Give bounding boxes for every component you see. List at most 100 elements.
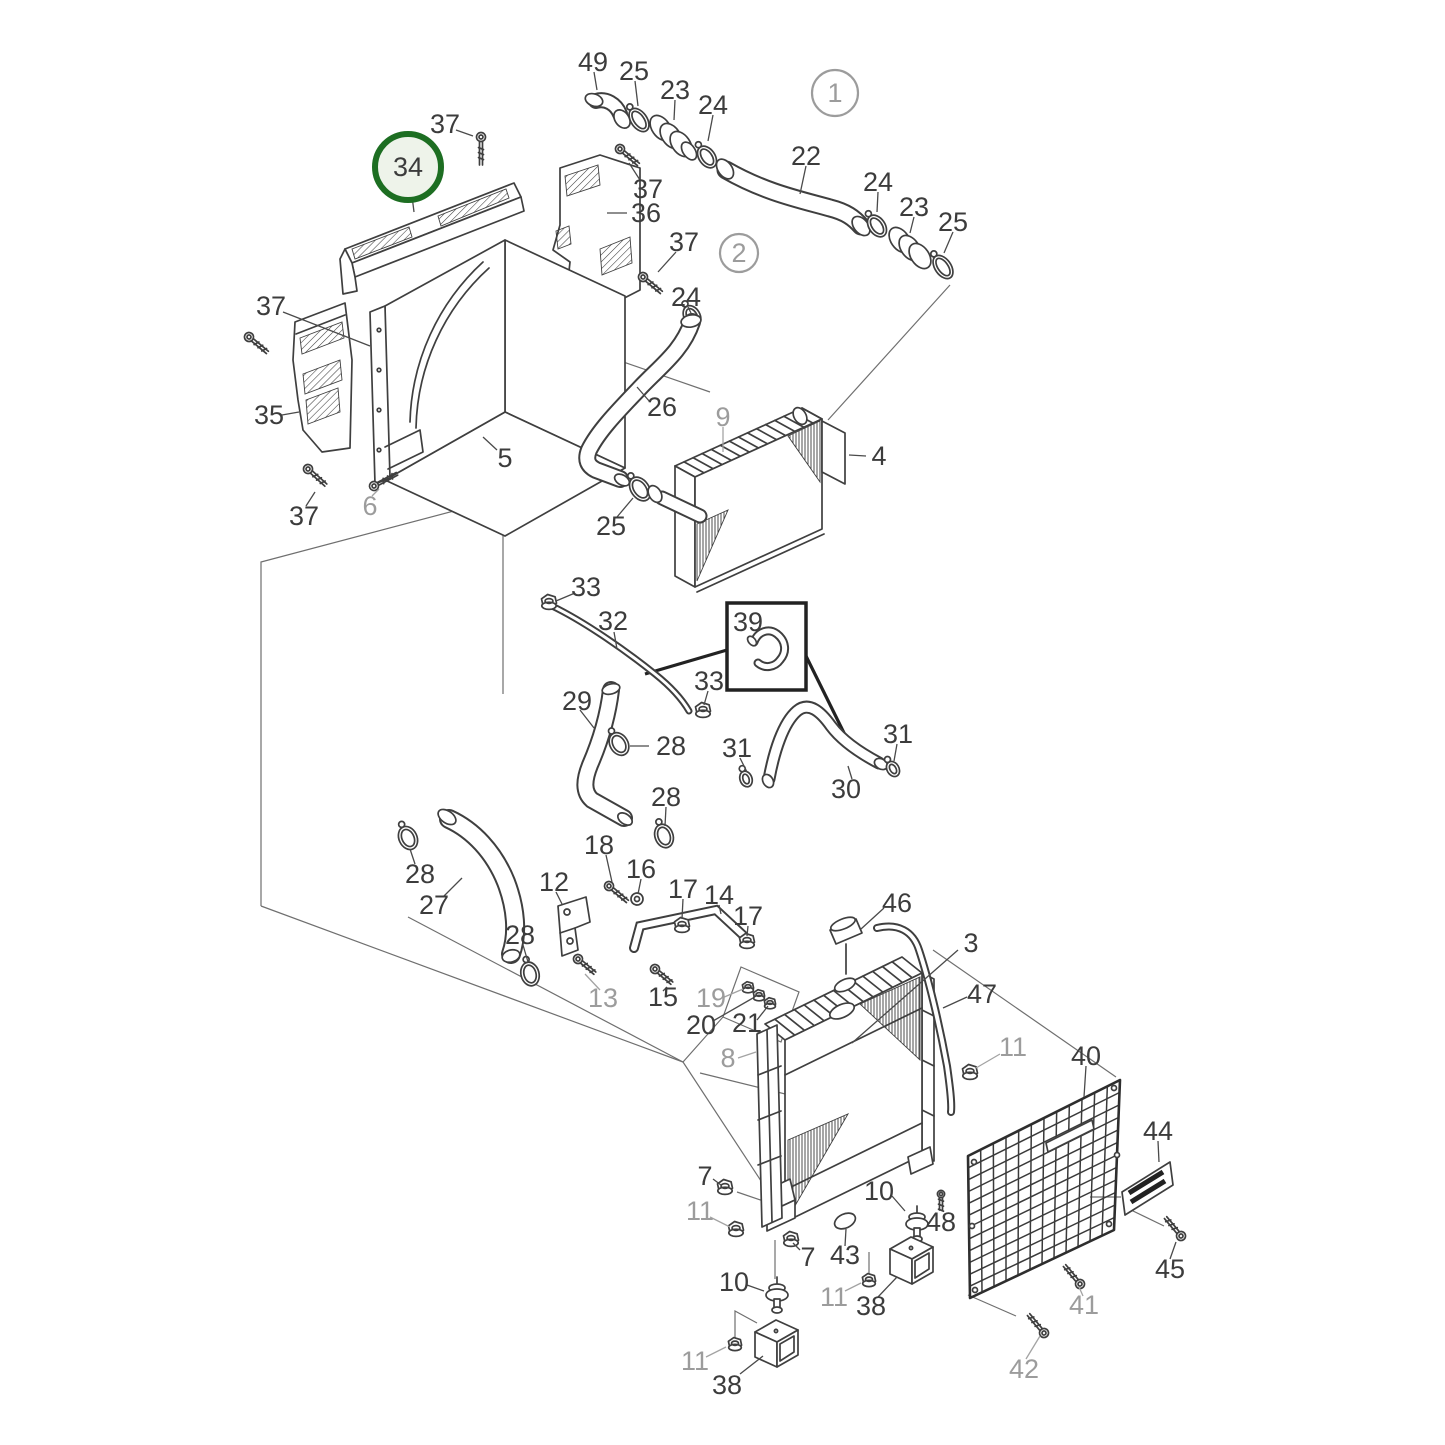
bolt-head — [302, 463, 314, 475]
elbow-49-flange — [584, 92, 604, 108]
leader-25 — [579, 709, 595, 729]
part-label-8: 8 — [720, 1043, 735, 1073]
part-label-12: 12 — [539, 867, 569, 897]
core-top-tick — [801, 407, 823, 420]
core-top-tick — [683, 461, 705, 474]
bolt-head — [1074, 1278, 1086, 1290]
core-top-tick — [710, 448, 733, 462]
part-label-47: 47 — [967, 979, 997, 1009]
core-bottom-edge — [696, 533, 825, 593]
part-label-10: 10 — [719, 1267, 749, 1297]
clamp-screw — [397, 820, 406, 829]
bolt-head-center — [246, 334, 252, 340]
part-label-19: 19 — [696, 983, 726, 1013]
leader-41 — [851, 949, 959, 1044]
leader-33 — [605, 854, 613, 883]
nut-hole — [730, 1340, 740, 1347]
group-line-11 — [1130, 1209, 1165, 1227]
nut-hole — [744, 983, 752, 990]
leader-29 — [847, 765, 853, 780]
hose-30-end-a — [761, 773, 775, 789]
bolt-thread — [937, 1198, 945, 1203]
leader-12 — [687, 306, 692, 314]
part-14-arm — [629, 904, 749, 953]
part-label-17: 17 — [733, 901, 763, 931]
plate-35-fold — [295, 314, 346, 335]
nut-base — [673, 924, 691, 934]
part-label-43: 43 — [830, 1240, 860, 1270]
bolt-thread — [257, 344, 264, 349]
part-label-37: 37 — [289, 501, 319, 531]
nut-7-a — [716, 1178, 734, 1196]
clamp-screw — [864, 209, 873, 218]
core-top-tick — [764, 423, 787, 437]
part-3-radiator — [761, 956, 935, 1232]
bolt-thread — [391, 472, 394, 480]
leader-50 — [1083, 1065, 1087, 1098]
leader-22 — [555, 592, 576, 602]
nut-hole — [864, 1276, 874, 1283]
inlet-stub-end — [647, 484, 663, 504]
part-label-24: 24 — [671, 282, 701, 312]
core-top-tick — [773, 419, 796, 433]
bolt-head — [368, 480, 380, 492]
nut-base — [716, 1186, 734, 1196]
part-shapes — [243, 92, 1187, 1368]
bolt-41 — [1062, 1263, 1086, 1290]
leader-11 — [657, 251, 677, 273]
channel-8-tick — [757, 1155, 782, 1166]
clamp-screw — [655, 818, 663, 826]
grille-row — [969, 1179, 1117, 1252]
leader-45 — [712, 997, 754, 1022]
bolt-head — [475, 131, 487, 143]
detail-box-frame — [725, 601, 808, 692]
clamp-31-a — [738, 764, 754, 788]
part-label-37: 37 — [669, 227, 699, 257]
leader-51 — [1157, 1140, 1160, 1163]
bolt-head — [603, 880, 615, 892]
clamp-outer — [397, 825, 419, 851]
group-line-7 — [932, 949, 1117, 1078]
part-label-31: 31 — [883, 719, 913, 749]
nut-11-a — [727, 1220, 745, 1238]
rad-top-tick — [871, 970, 894, 989]
leader-34 — [637, 878, 642, 895]
bolt-thread — [628, 156, 635, 161]
part-label-17: 17 — [668, 874, 698, 904]
part-46-cap — [829, 916, 863, 975]
callout-label-2: 2 — [731, 238, 746, 268]
part-label-9: 9 — [715, 402, 730, 432]
part-10-mount-right — [905, 1205, 929, 1243]
leader-46 — [756, 1005, 769, 1021]
part-label-10: 10 — [864, 1176, 894, 1206]
outlet-boss — [792, 406, 808, 426]
shroud-bolt-hole — [376, 447, 382, 453]
rad-top-tick — [852, 980, 874, 998]
bracket-12-hole — [566, 937, 574, 945]
grille-row — [967, 1091, 1120, 1169]
clamp-25-b — [929, 250, 954, 280]
part-label-20: 20 — [686, 1010, 716, 1040]
nut-19 — [741, 980, 755, 994]
nut-hole — [786, 1234, 796, 1242]
rad-top-tick — [862, 975, 884, 993]
nut-17-a — [673, 916, 691, 934]
bolt-thread — [1164, 1219, 1172, 1223]
bolt-head — [637, 271, 649, 283]
leader-15 — [636, 386, 651, 403]
clamp-inner — [631, 110, 647, 130]
bolt-thread — [589, 969, 596, 974]
grille-bolt — [968, 1222, 976, 1230]
clamp-inner — [522, 964, 538, 984]
part-label-30: 30 — [831, 774, 861, 804]
part-label-37: 37 — [430, 109, 460, 139]
bolt-thread — [1070, 1274, 1078, 1279]
part-8-side-channel — [756, 1024, 783, 1228]
part-label-36: 36 — [631, 198, 661, 228]
group-line-0 — [260, 497, 504, 906]
clamp-24-b — [864, 209, 888, 238]
nut-hole — [698, 705, 708, 713]
box-hole — [773, 1328, 779, 1334]
highlight-circle — [372, 131, 444, 203]
mount-tip — [771, 1306, 783, 1314]
